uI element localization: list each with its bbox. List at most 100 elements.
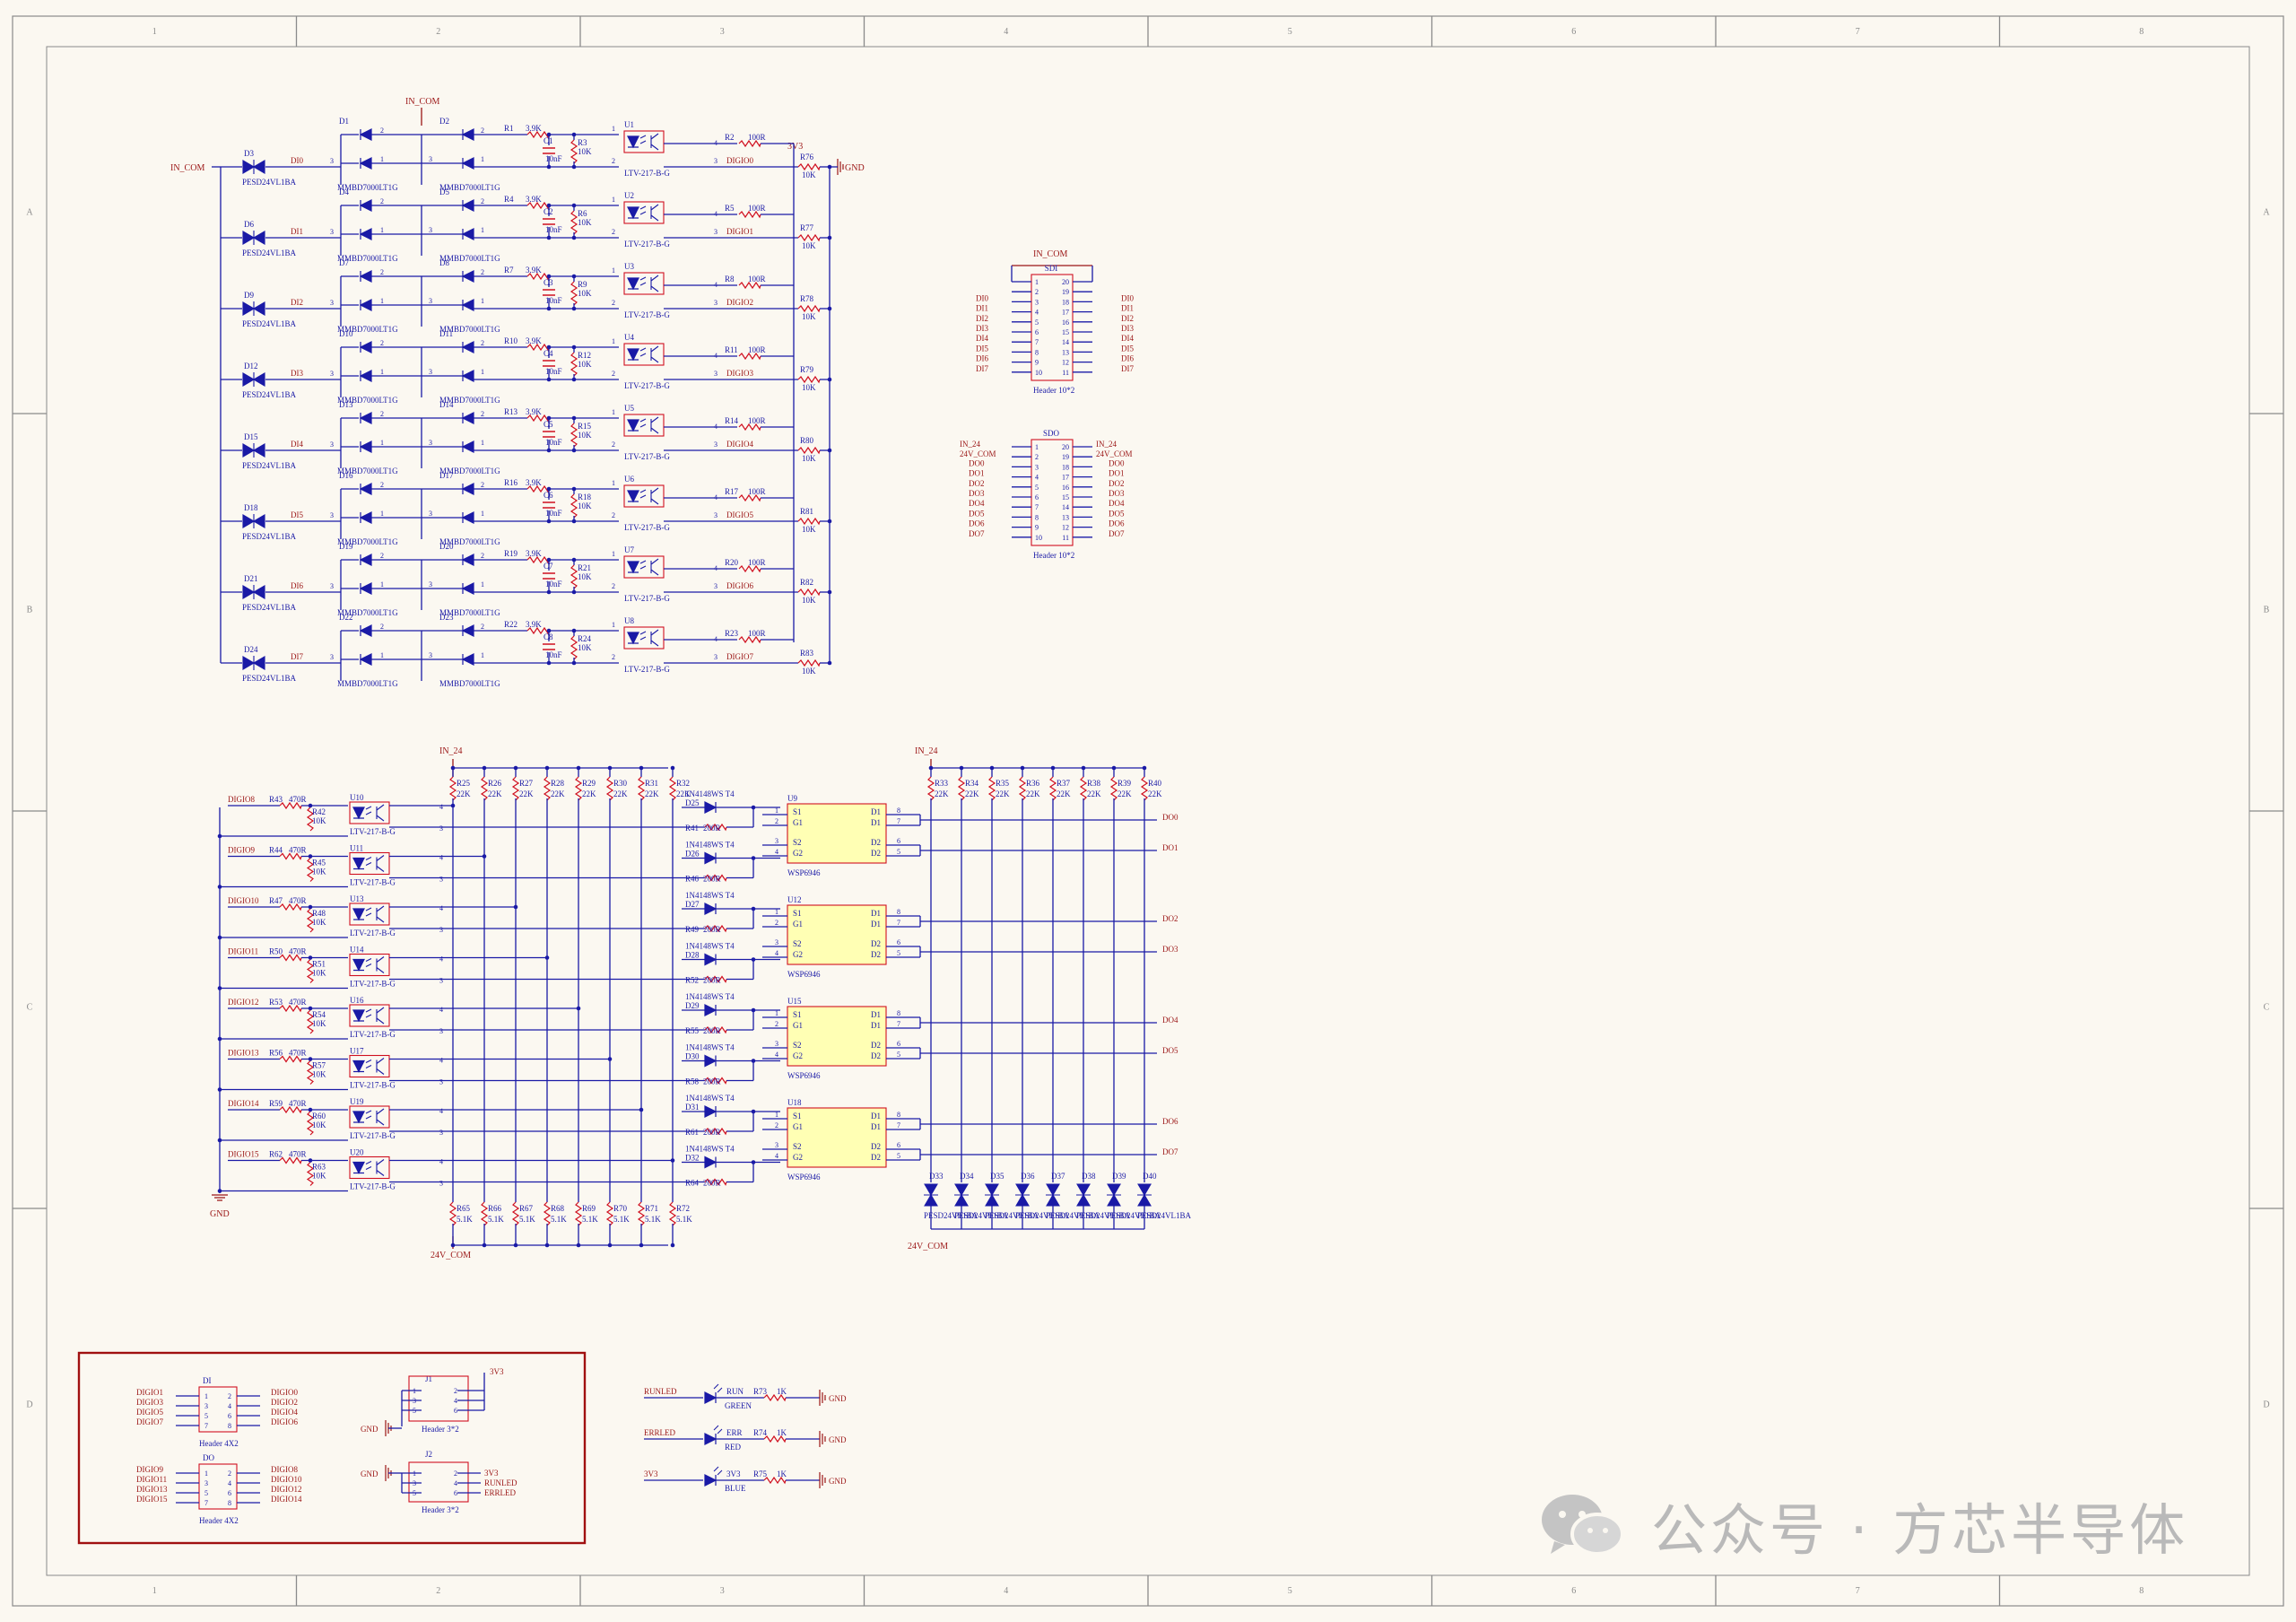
diode-part-label: MMBD7000LT1G	[439, 254, 500, 263]
optocoupler-body	[349, 903, 390, 926]
diode-part-label: MMBD7000LT1G	[337, 608, 398, 617]
phototransistor-symbol	[376, 905, 385, 923]
column-marker-bottom: 5	[1288, 1586, 1292, 1596]
pin-number: 17	[1062, 474, 1069, 482]
diode-part-label: MMBD7000LT1G	[337, 183, 398, 192]
input-net-label: DI4	[291, 440, 303, 449]
diode-part-label: 1N4148WS T4	[685, 1043, 735, 1052]
pin-number: 7	[897, 919, 900, 927]
pin-number: 2	[481, 623, 484, 631]
pin-number: 8	[228, 1499, 231, 1507]
junction-dot	[513, 904, 518, 910]
pin-number: 3	[439, 1078, 443, 1086]
resistor-symbol	[306, 858, 315, 882]
optocoupler-part-label: LTV-217-B-G	[624, 240, 670, 249]
mosfet-pin-label: D2	[871, 1041, 881, 1050]
optocoupler-body	[349, 801, 390, 824]
resistor-symbol	[306, 908, 315, 933]
light-arrows-icon	[365, 1008, 372, 1018]
optocoupler	[349, 851, 390, 876]
resistor-symbol	[797, 658, 821, 667]
resistor-value: 10K	[312, 1019, 326, 1028]
resistor-symbol	[1109, 776, 1118, 801]
diode-part-label: 1N4148WS T4	[685, 1145, 735, 1154]
pin-number: 3	[775, 837, 778, 845]
optocoupler-body	[623, 555, 665, 579]
diode-designator: D27	[685, 900, 700, 909]
pin-number: 14	[1062, 338, 1069, 346]
capacitor-symbol	[543, 643, 555, 650]
net-in-com-label: IN_COM	[1033, 249, 1067, 259]
optocoupler-part-label: LTV-217-B-G	[350, 1131, 396, 1140]
pin-number: 7	[897, 817, 900, 825]
pin-number: 2	[481, 552, 484, 560]
resistor-symbol	[570, 139, 578, 164]
pin-number: 3	[775, 1141, 778, 1149]
pin-number: 4	[439, 904, 443, 912]
output-net-label: DO2	[1162, 914, 1178, 923]
input-net-label: DI7	[291, 652, 303, 661]
pin-number: 3	[439, 977, 443, 985]
junction-dot	[546, 448, 552, 453]
phototransistor-symbol	[376, 804, 385, 822]
resistor-value: 22K	[551, 789, 565, 798]
junction-dot	[217, 1036, 222, 1042]
connector-net-label: DI7	[976, 364, 988, 373]
input-net-label: DIGIO11	[228, 947, 258, 956]
connector-net-label: DI5	[976, 344, 988, 353]
pin-number: 2	[612, 653, 615, 661]
pin-number: 4	[228, 1402, 231, 1410]
resistor-symbol	[511, 1201, 520, 1226]
connector-net-label: DI1	[976, 304, 988, 313]
mosfet-pin-label: D2	[871, 849, 881, 858]
resistor-symbol	[1048, 776, 1057, 801]
junction-dot	[217, 1087, 222, 1092]
junction-dot	[670, 765, 675, 771]
capacitor-symbol	[543, 289, 555, 296]
connector-net-label: DI4	[976, 334, 988, 343]
tvs-designator: D15	[244, 432, 258, 441]
resistor-designator: R54	[312, 1010, 326, 1019]
header-net-label: DIGIO8	[271, 1465, 298, 1474]
junction-dot	[546, 589, 552, 595]
resistor-value: 10K	[802, 525, 816, 534]
light-arrows-icon	[639, 347, 647, 357]
resistor-symbol	[480, 776, 489, 801]
diode-part-label: MMBD7000LT1G	[337, 254, 398, 263]
input-net-label: DI1	[291, 227, 303, 236]
resistor-value: 200R	[703, 1026, 721, 1035]
resistor-value: 22K	[1118, 789, 1132, 798]
pin-number: 4	[454, 1397, 457, 1405]
pin-number: 7	[897, 1121, 900, 1129]
resistor-symbol	[704, 924, 727, 933]
resistor-symbol	[279, 852, 302, 860]
mosfet-pin-label: G2	[793, 849, 803, 858]
pin-number: 1	[380, 297, 384, 305]
resistor-designator: R46	[685, 875, 700, 884]
row-marker-right: C	[2264, 1003, 2270, 1013]
resistor-designator: R51	[312, 960, 326, 969]
opto-led-symbol	[627, 490, 639, 503]
diode-designator: D10	[339, 329, 353, 338]
diode-designator: D30	[685, 1052, 700, 1061]
pin-number: 1	[612, 408, 615, 416]
pin-number: 1	[380, 580, 384, 589]
resistor-designator: R30	[613, 779, 628, 788]
junction-dot	[308, 1158, 313, 1163]
header-net-label: GND	[361, 1425, 378, 1434]
pin-number: 1	[1035, 443, 1039, 451]
output-net-label: DIGIO2	[726, 298, 753, 307]
mosfet-designator: U12	[787, 895, 802, 904]
connector-net-label: DI4	[1121, 334, 1134, 343]
diode-part-label: 1N4148WS T4	[685, 891, 735, 900]
header-net-label: DIGIO4	[271, 1408, 298, 1417]
capacitor-designator: C1	[544, 136, 553, 145]
phototransistor-symbol	[376, 1058, 385, 1075]
optocoupler-part-label: LTV-217-B-G	[350, 1081, 396, 1090]
optocoupler-body	[349, 1105, 390, 1129]
pin-number: 16	[1062, 318, 1069, 327]
capacitor-symbol	[543, 218, 555, 225]
